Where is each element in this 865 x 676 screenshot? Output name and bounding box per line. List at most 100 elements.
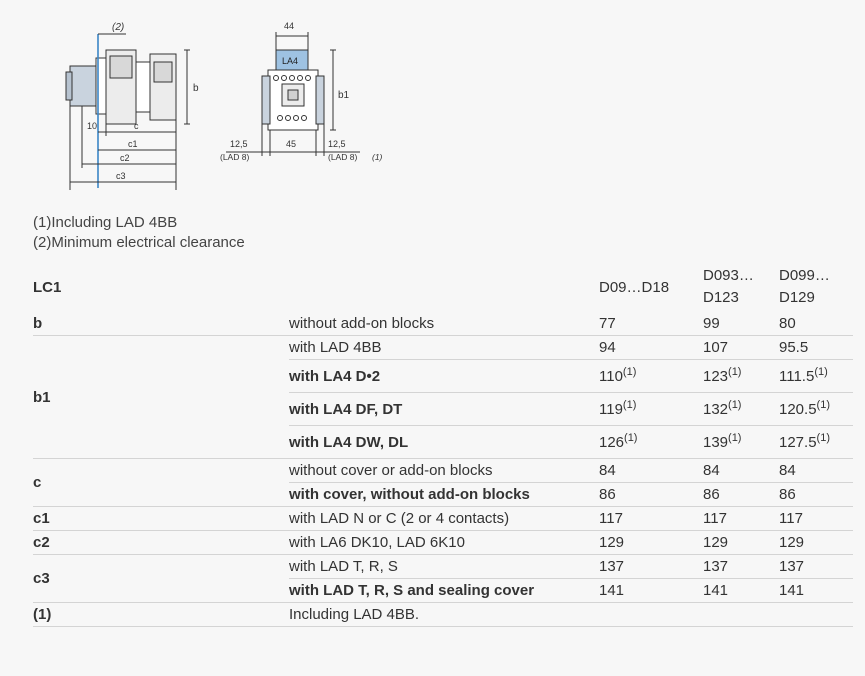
value-text: 84: [779, 462, 796, 479]
value-text: 80: [779, 315, 796, 332]
header-col2: D093… D123: [703, 262, 779, 312]
value-text: 119: [599, 400, 623, 418]
footnote-ref: (1): [622, 365, 637, 378]
value-cell-col3: 111.5(1): [779, 359, 853, 393]
value-text: 126: [599, 433, 625, 451]
header-col3-line1: D099…: [779, 267, 830, 284]
value-cell-col2: 117: [703, 506, 779, 531]
dim-10-label: 10: [87, 121, 97, 131]
value-text: 139: [703, 433, 729, 451]
footnotes: (1)Including LAD 4BB (2)Minimum electric…: [33, 213, 245, 253]
dim-c-label: c: [134, 121, 139, 131]
right-view-drawing: [226, 32, 360, 156]
left-view-drawing: [65, 33, 190, 190]
value-cell-col3: 95.5: [779, 335, 853, 360]
value-text: 141: [779, 582, 805, 599]
row-description: Including LAD 4BB.: [289, 602, 599, 627]
value-cell-col1: 137: [599, 554, 703, 579]
dim-b-label: b: [193, 83, 199, 94]
row-description: with LA4 DF, DT: [289, 392, 599, 426]
row-description: with LAD 4BB: [289, 335, 599, 360]
dim-c3-label: c3: [116, 171, 126, 181]
value-text: 141: [703, 582, 729, 599]
row-description: with LAD N or C (2 or 4 contacts): [289, 506, 599, 531]
value-text: 84: [599, 462, 616, 479]
value-cell-col3: 86: [779, 482, 853, 507]
header-desc: [289, 262, 599, 312]
value-cell-col3: 137: [779, 554, 853, 579]
row-description: with LA6 DK10, LAD 6K10: [289, 530, 599, 555]
value-text: 123: [703, 367, 729, 385]
dim-44-label: 44: [284, 21, 294, 31]
value-text: 86: [599, 486, 616, 503]
right-offset-label: 12,5: [328, 139, 346, 149]
value-text: 110: [599, 367, 623, 385]
dim-b1-label: b1: [338, 90, 350, 101]
value-cell-col3: 80: [779, 312, 853, 336]
value-text: 99: [703, 315, 720, 332]
footnote-ref: (1): [814, 365, 828, 378]
table-row: (1)Including LAD 4BB.: [33, 602, 853, 627]
value-text: 111.5: [779, 367, 815, 385]
value-text: 137: [599, 558, 625, 575]
value-text: 120.5: [779, 400, 817, 418]
row-group-label: c: [33, 458, 289, 507]
value-cell-col1: 110(1): [599, 359, 703, 393]
value-cell-col2: 132(1): [703, 392, 779, 426]
value-text: 77: [599, 315, 616, 332]
header-col3-line2: D129: [779, 289, 815, 306]
row-group-label: c1: [33, 506, 289, 531]
value-cell-col1: 129: [599, 530, 703, 555]
header-col3: D099… D129: [779, 262, 853, 312]
value-cell-col2: 107: [703, 335, 779, 360]
value-cell-col1: 119(1): [599, 392, 703, 426]
value-cell-col3: 129: [779, 530, 853, 555]
value-text: 84: [703, 462, 720, 479]
footnote-ref: (1): [816, 398, 830, 411]
header-col1: D09…D18: [599, 278, 670, 296]
value-text: 117: [599, 510, 623, 527]
value-cell-col3: [779, 602, 853, 627]
value-cell-col1: [599, 602, 703, 627]
footnote-ref: (1): [728, 431, 742, 444]
value-text: 129: [703, 534, 729, 551]
left-offset-note: (LAD 8): [220, 152, 249, 162]
row-description: with LA4 D•2: [289, 359, 599, 393]
value-text: 129: [779, 534, 805, 551]
value-cell-col1: 117: [599, 506, 703, 531]
dimension-drawing: (2) b 10 c c1 c2 c3: [65, 21, 383, 190]
value-text: 107: [703, 339, 729, 356]
value-cell-col1: 94: [599, 335, 703, 360]
dim-c1-label: c1: [128, 139, 138, 149]
row-description: without cover or add-on blocks: [289, 458, 599, 483]
footnote-2: (2)Minimum electrical clearance: [33, 234, 245, 251]
value-cell-col1: 77: [599, 312, 703, 336]
value-text: 95.5: [779, 339, 809, 356]
value-cell-col1: 141: [599, 578, 703, 603]
value-text: 117: [779, 510, 803, 527]
header-col2-line1: D093…: [703, 267, 754, 284]
table-header-row: LC1 D09…D18 D093… D123 D099… D129: [33, 262, 853, 312]
left-offset-label: 12,5: [230, 139, 248, 149]
value-cell-col2: 86: [703, 482, 779, 507]
value-cell-col2: 141: [703, 578, 779, 603]
value-cell-col2: [703, 602, 779, 627]
footnote-ref: (1): [624, 431, 638, 444]
row-group-label: (1): [33, 602, 289, 627]
right-offset-ref: (1): [372, 152, 383, 162]
value-text: 117: [703, 510, 727, 527]
header-col2-line2: D123: [703, 289, 739, 306]
row-description: with LAD T, R, S and sealing cover: [289, 578, 599, 603]
value-cell-col2: 129: [703, 530, 779, 555]
clearance-callout-label: (2): [112, 22, 124, 33]
